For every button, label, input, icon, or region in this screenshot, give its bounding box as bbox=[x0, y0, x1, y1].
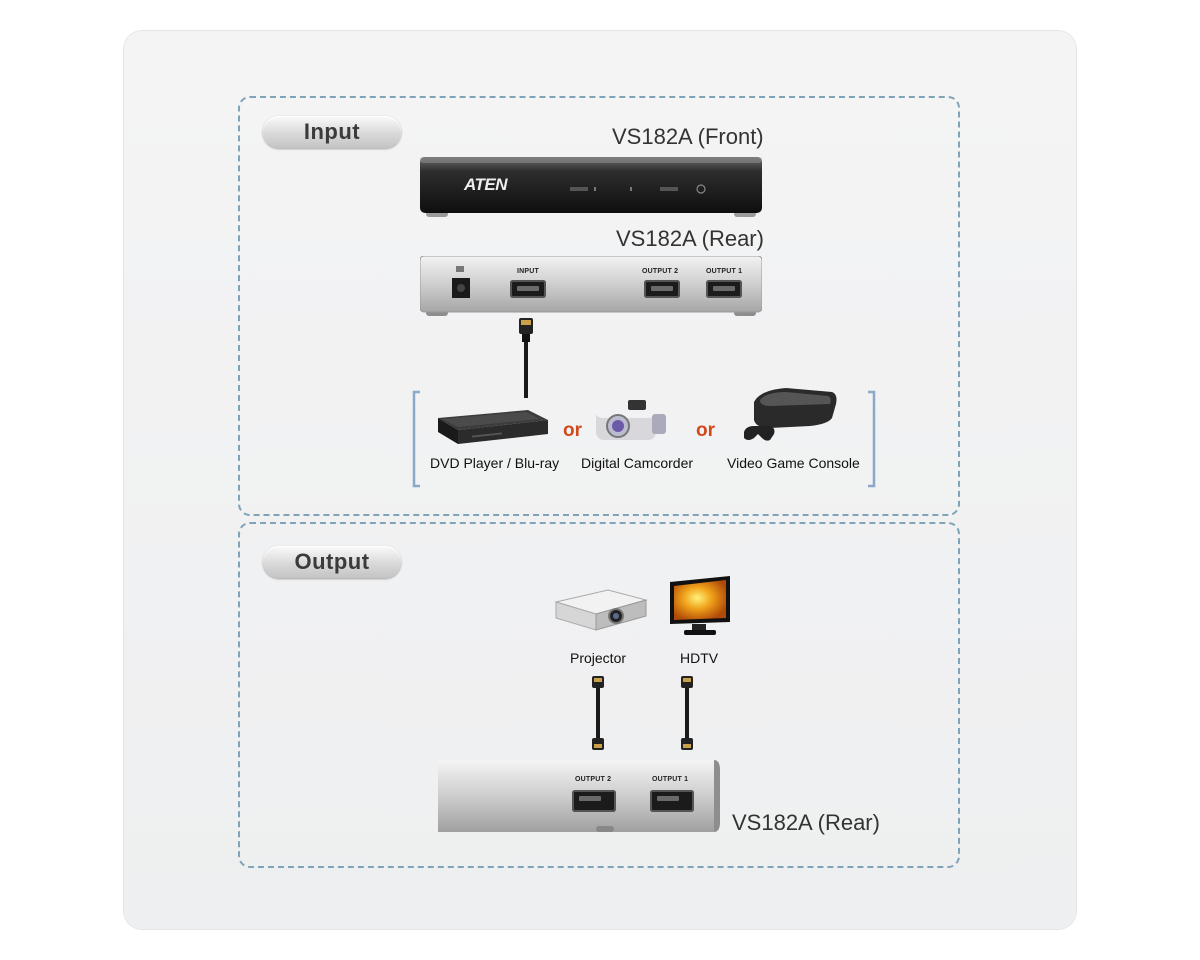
dvd-player-icon bbox=[432, 406, 550, 446]
input-title: Input bbox=[263, 116, 401, 148]
input-section bbox=[238, 96, 960, 516]
source-label-dvd: DVD Player / Blu-ray bbox=[430, 455, 560, 471]
output-title: Output bbox=[263, 546, 401, 578]
hdtv-hdmi-cable bbox=[679, 676, 695, 752]
display-label-projector: Projector bbox=[570, 650, 627, 666]
hdmi-port-input bbox=[510, 280, 546, 298]
front-caption: VS182A (Front) bbox=[612, 124, 764, 149]
vs182a-front-unit: ATEN bbox=[420, 157, 762, 219]
hdmi-port-output1-rear bbox=[650, 790, 694, 812]
input-hdmi-cable bbox=[516, 318, 536, 398]
port-label-output2-rear: OUTPUT 2 bbox=[575, 776, 612, 783]
output-section bbox=[238, 522, 960, 868]
game-console-icon bbox=[740, 384, 840, 446]
hdmi-port-output2-rear bbox=[572, 790, 616, 812]
projector-hdmi-cable bbox=[590, 676, 606, 752]
or-separator-1: or bbox=[563, 420, 582, 441]
brand-logo: ATEN bbox=[464, 175, 508, 194]
port-label-output1: OUTPUT 1 bbox=[706, 268, 743, 275]
or-separator-2: or bbox=[696, 420, 715, 441]
sources-bracket bbox=[410, 390, 878, 488]
source-label-camcorder: Digital Camcorder bbox=[581, 455, 694, 471]
rear-caption-input: VS182A (Rear) bbox=[616, 226, 764, 251]
display-label-hdtv: HDTV bbox=[680, 650, 719, 666]
port-label-output1-rear: OUTPUT 1 bbox=[652, 776, 689, 783]
source-label-console: Video Game Console bbox=[727, 455, 860, 471]
rear-caption-output: VS182A (Rear) bbox=[732, 810, 880, 835]
vs182a-rear-unit-input: INPUT OUTPUT 2 OUTPUT 1 bbox=[419, 255, 763, 318]
hdmi-port-output1 bbox=[706, 280, 742, 298]
hdtv-icon bbox=[666, 576, 734, 638]
camcorder-icon bbox=[592, 398, 668, 446]
vs182a-rear-unit-output: OUTPUT 2 OUTPUT 1 bbox=[438, 760, 720, 836]
hdmi-port-output2 bbox=[644, 280, 680, 298]
port-label-input: INPUT bbox=[517, 268, 539, 275]
port-label-output2: OUTPUT 2 bbox=[642, 268, 679, 275]
projector-icon bbox=[552, 584, 650, 634]
